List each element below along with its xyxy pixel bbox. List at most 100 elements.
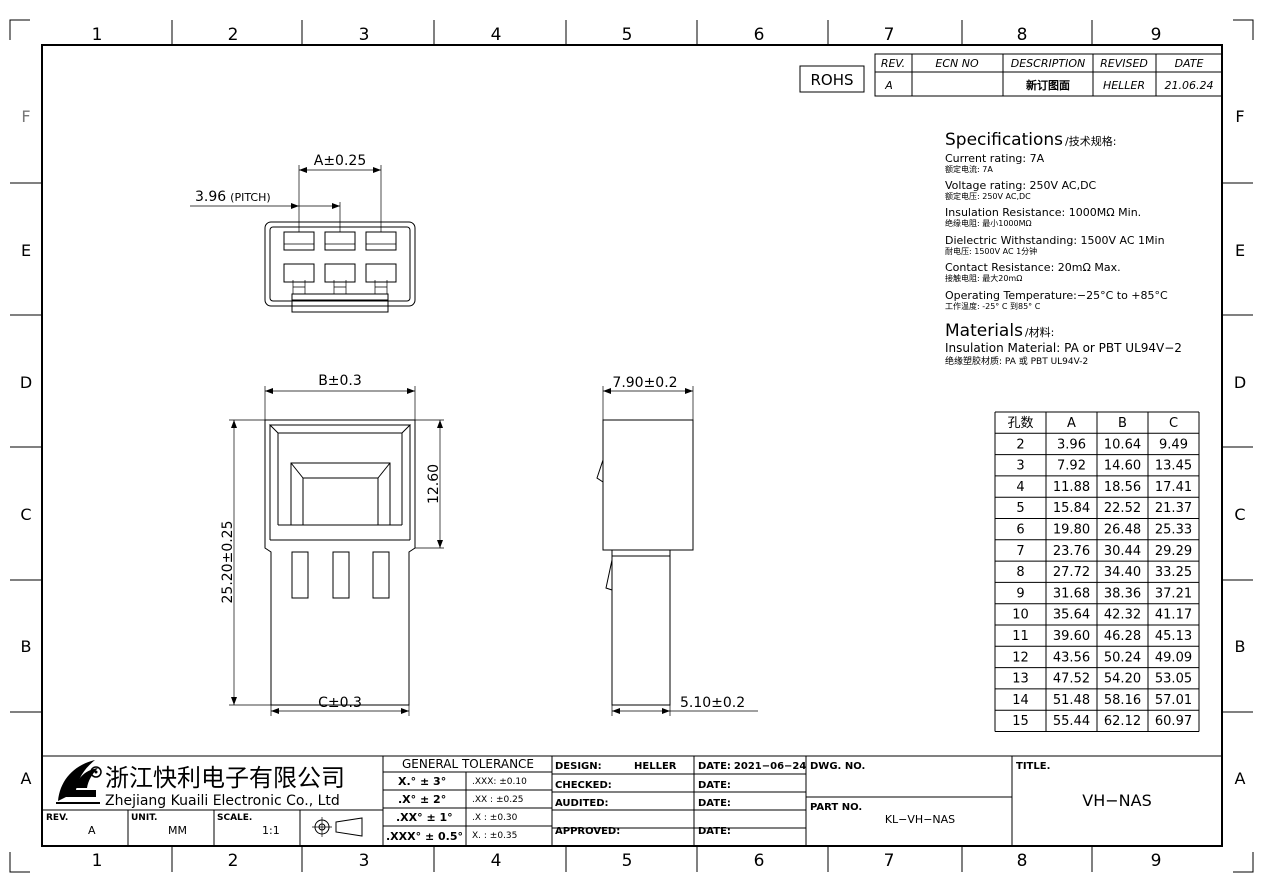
row-labels: F E D C B A F E D C B A xyxy=(20,107,1246,788)
spec-en: Voltage rating: 250V AC,DC xyxy=(945,179,1097,192)
col-label: 6 xyxy=(754,851,765,871)
table-cell: 33.25 xyxy=(1155,565,1192,580)
revised-header: REVISED xyxy=(1100,57,1148,70)
table-cell: 55.44 xyxy=(1053,714,1090,729)
table-cell: 10.64 xyxy=(1104,437,1141,452)
specifications: Specifications/技术规格: Current rating: 7A … xyxy=(945,130,1182,367)
column-labels-bottom: 1 2 3 4 5 6 7 8 9 xyxy=(92,851,1162,871)
table-cell: 37.21 xyxy=(1155,586,1192,601)
scale-label: SCALE. xyxy=(217,813,252,823)
col-label: 7 xyxy=(884,851,895,871)
tolerance-linear: .XXX: ±0.10 xyxy=(472,777,527,787)
tolerance-angle: .XX° ± 1° xyxy=(396,811,453,824)
design-label: DESIGN: xyxy=(555,761,602,772)
table-cell: 50.24 xyxy=(1104,650,1141,665)
row-label: E xyxy=(1235,241,1245,260)
table-cell: 11 xyxy=(1012,629,1029,644)
spec-en: Current rating: 7A xyxy=(945,152,1045,165)
approved-date-label: DATE: xyxy=(698,826,731,837)
table-cell: 39.60 xyxy=(1053,629,1090,644)
col-label: 5 xyxy=(622,25,633,45)
approved-label: APPROVED: xyxy=(555,826,620,837)
table-cell: 34.40 xyxy=(1104,565,1141,580)
table-cell: 3.96 xyxy=(1057,437,1086,452)
table-cell: 22.52 xyxy=(1104,501,1141,516)
spec-cn: 工作温度: -25° C 到85° C xyxy=(945,301,1041,311)
scale-value: 1:1 xyxy=(262,824,280,837)
table-cell: 49.09 xyxy=(1155,650,1192,665)
table-cell: 46.28 xyxy=(1104,629,1141,644)
dim-height-body-label: 12.60 xyxy=(426,464,442,504)
company-name-cn: 浙江快利电子有限公司 xyxy=(105,764,345,792)
row-label: B xyxy=(21,637,32,656)
dim-pitch-label: 3.96(PITCH) xyxy=(195,189,271,205)
table-cell: 57.01 xyxy=(1155,693,1192,708)
table-header-cell: A xyxy=(1067,416,1076,431)
col-label: 4 xyxy=(491,25,502,45)
table-cell: 17.41 xyxy=(1155,480,1192,495)
rev-value: A xyxy=(884,79,893,92)
tolerance-linear: X. : ±0.35 xyxy=(472,831,517,841)
table-cell: 12 xyxy=(1012,650,1029,665)
table-cell: 4 xyxy=(1016,480,1024,495)
materials-title: Materials/材料: xyxy=(945,321,1054,341)
table-header-cell: C xyxy=(1169,416,1178,431)
title-block: 浙江快利电子有限公司 Zhejiang Kuaili Electronic Co… xyxy=(41,755,1223,847)
table-cell: 13 xyxy=(1012,672,1029,687)
col-label: 2 xyxy=(228,851,239,871)
unit-value: MM xyxy=(168,824,187,837)
table-cell: 21.37 xyxy=(1155,501,1192,516)
spec-en: Operating Temperature:−25°C to +85°C xyxy=(945,289,1168,302)
design-date: DATE:2021−06−24 xyxy=(698,761,806,772)
ecn-header: ECN NO xyxy=(935,57,979,70)
description-header: DESCRIPTION xyxy=(1011,57,1085,70)
audited-label: AUDITED: xyxy=(555,798,609,809)
audited-date-label: DATE: xyxy=(698,798,731,809)
part-no-value: KL−VH−NAS xyxy=(885,813,955,826)
table-cell: 7.92 xyxy=(1057,459,1086,474)
specs-title: Specifications/技术规格: xyxy=(945,130,1116,150)
col-label: 8 xyxy=(1017,851,1028,871)
rohs-label: ROHS xyxy=(810,71,853,89)
materials-en: Insulation Material: PA or PBT UL94V−2 xyxy=(945,341,1182,355)
table-header-cell: 孔数 xyxy=(1007,416,1033,431)
description-value: 新订图面 xyxy=(1026,78,1070,92)
unit-label: UNIT. xyxy=(131,813,157,823)
col-label: 7 xyxy=(884,25,895,45)
table-cell: 31.68 xyxy=(1053,586,1090,601)
row-label: C xyxy=(20,505,31,524)
company-name-en: Zhejiang Kuaili Electronic Co., Ltd xyxy=(105,793,340,809)
table-cell: 19.80 xyxy=(1053,523,1090,538)
connector-top-view: A±0.25 3.96(PITCH) xyxy=(190,153,416,313)
rev-header: REV. xyxy=(881,57,905,70)
col-label: 5 xyxy=(622,851,633,871)
table-cell: 35.64 xyxy=(1053,608,1090,623)
table-cell: 9 xyxy=(1016,586,1024,601)
dim-side-width-label: 7.90±0.2 xyxy=(612,375,677,391)
dim-height-total-label: 25.20±0.25 xyxy=(220,521,236,604)
row-label: E xyxy=(21,241,31,260)
table-cell: 60.97 xyxy=(1155,714,1192,729)
rohs-mark: ROHS xyxy=(799,65,865,93)
spec-cn: 耐电压: 1500V AC 1分钟 xyxy=(945,246,1037,256)
row-label: B xyxy=(1235,637,1246,656)
col-label: 8 xyxy=(1017,25,1028,45)
col-label: 3 xyxy=(359,25,370,45)
table-cell: 23.76 xyxy=(1053,544,1090,559)
dim-b-label: B±0.3 xyxy=(318,373,362,389)
table-cell: 9.49 xyxy=(1159,437,1188,452)
spec-cn: 额定电流: 7A xyxy=(945,164,993,174)
table-cell: 30.44 xyxy=(1104,544,1141,559)
revised-value: HELLER xyxy=(1103,79,1145,92)
row-label: A xyxy=(21,769,32,788)
table-cell: 43.56 xyxy=(1053,650,1090,665)
table-cell: 10 xyxy=(1012,608,1029,623)
spec-en: Insulation Resistance: 1000MΩ Min. xyxy=(945,206,1141,219)
table-cell: 5 xyxy=(1016,501,1024,516)
col-label: 9 xyxy=(1151,25,1162,45)
dim-side-pin-label: 5.10±0.2 xyxy=(680,695,745,711)
table-cell: 54.20 xyxy=(1104,672,1141,687)
connector-side-view: 7.90±0.2 5.10±0.2 xyxy=(596,375,758,716)
